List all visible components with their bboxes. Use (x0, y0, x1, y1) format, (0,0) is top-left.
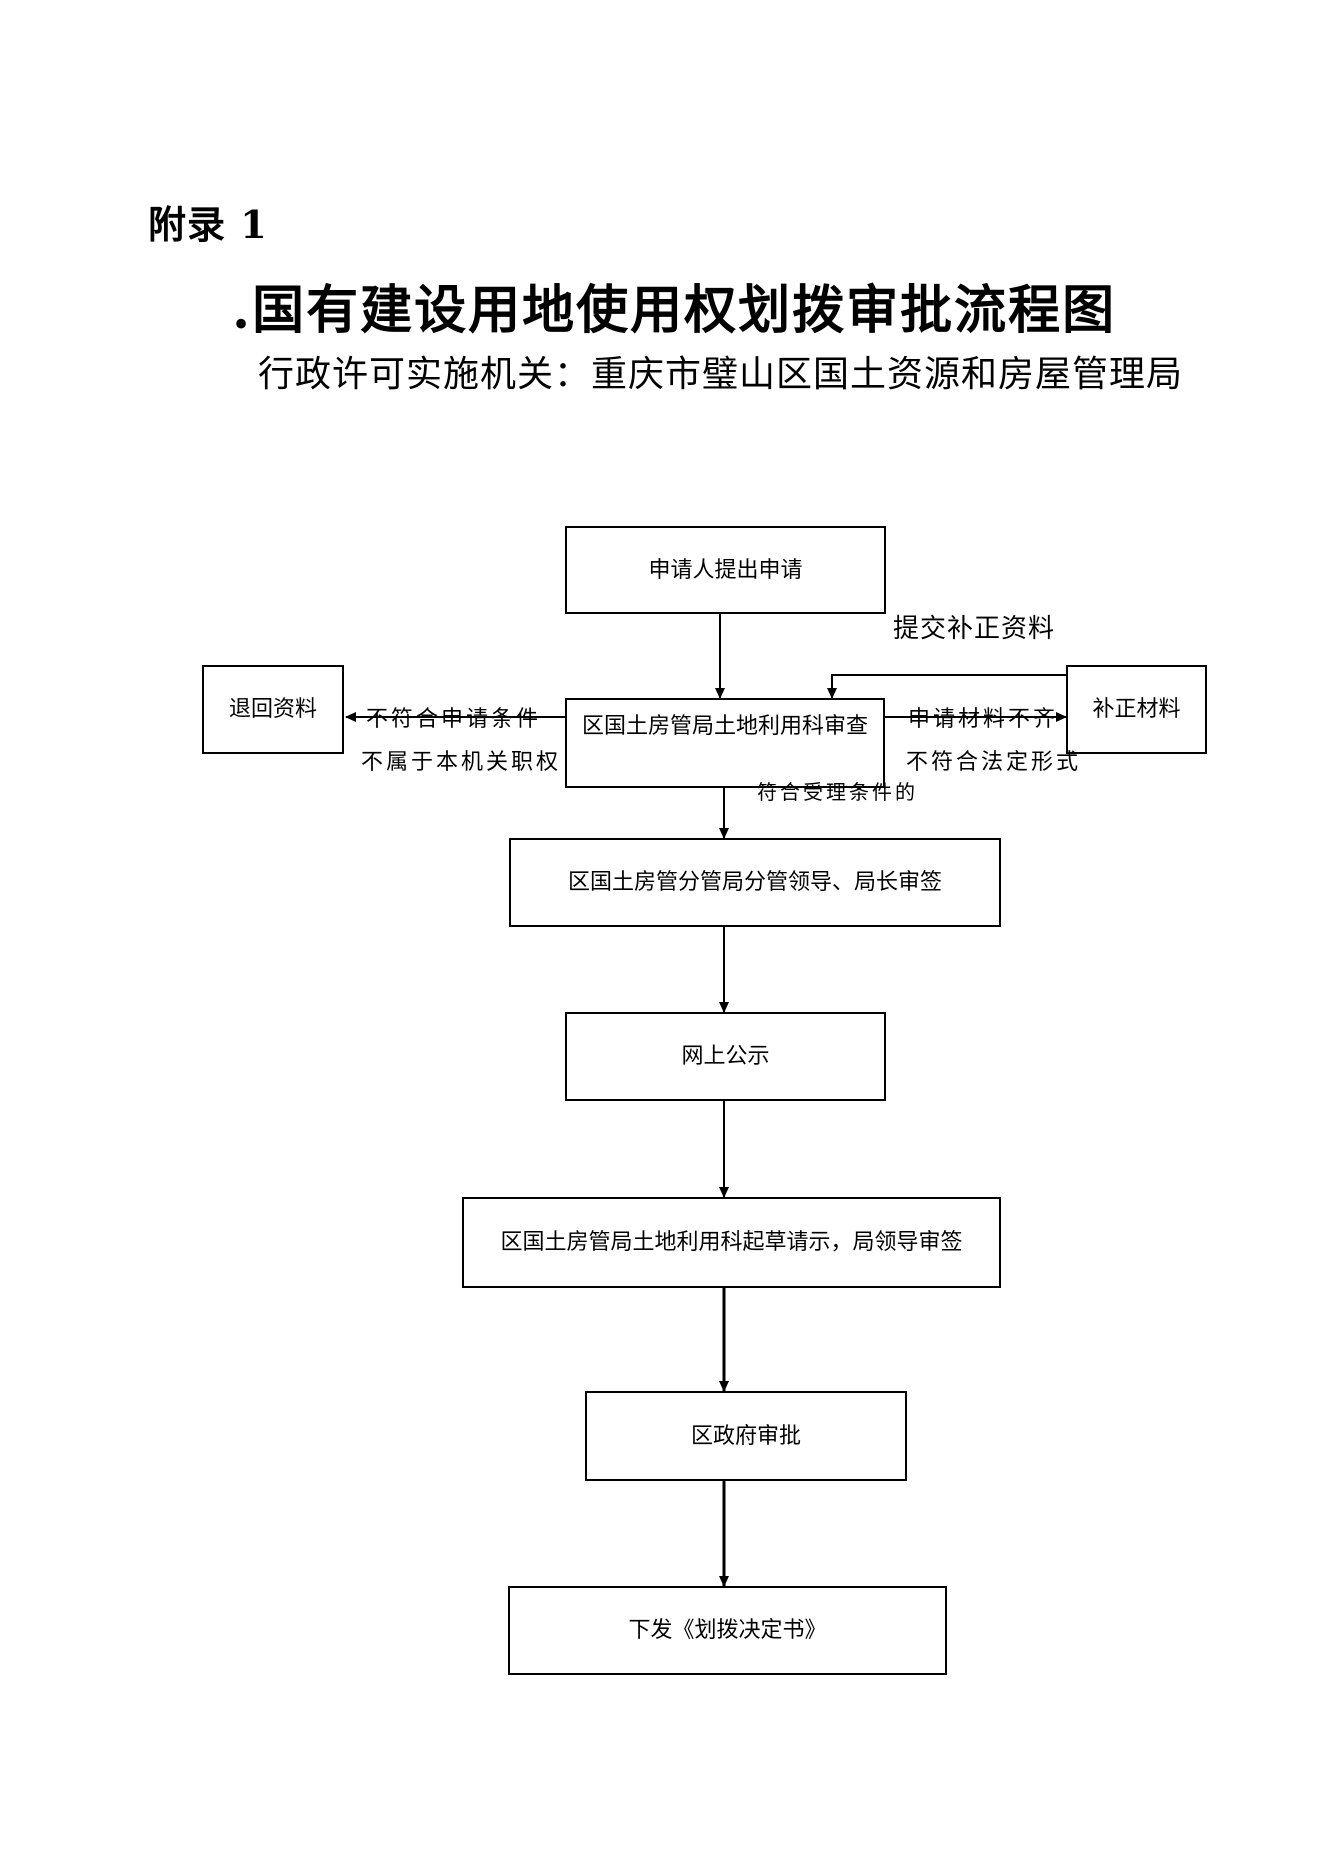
box-issue-text: 下发《划拨决定书》 (628, 1618, 827, 1643)
box-review-text: 区国土房管局土地利用科审查 (581, 714, 868, 739)
label-accepted: 符合受理条件的 (757, 780, 918, 804)
box-gov: 区政府审批 (585, 1391, 907, 1481)
box-apply-text: 申请人提出申请 (648, 557, 803, 583)
label-not-legal-form: 不符合法定形式 (906, 750, 1082, 775)
box-publicity: 网上公示 (565, 1012, 886, 1101)
box-issue: 下发《划拨决定书》 (508, 1586, 947, 1675)
box-draft: 区国土房管局土地利用科起草请示，局领导审签 (462, 1197, 1001, 1288)
box-sign-text: 区国土房管分管局分管领导、局长审签 (567, 870, 942, 895)
label-incomplete-materials: 申请材料不齐 (908, 707, 1059, 732)
box-supplement-text: 补正材料 (1092, 697, 1181, 722)
box-return: 退回资料 (202, 665, 344, 754)
box-publicity-text: 网上公示 (681, 1044, 770, 1069)
box-gov-text: 区政府审批 (690, 1423, 801, 1449)
page-subtitle: 行政许可实施机关：重庆市璧山区国土资源和房屋管理局 (258, 354, 1184, 395)
box-sign: 区国土房管分管局分管领导、局长审签 (509, 838, 1001, 927)
box-review: 区国土房管局土地利用科审查 (565, 698, 885, 788)
appendix-label: 附录 1 (148, 202, 268, 247)
label-not-meet-conditions: 不符合申请条件 (366, 707, 542, 732)
label-not-authority: 不属于本机关职权 (361, 750, 562, 775)
box-draft-text: 区国土房管局土地利用科起草请示，局领导审签 (500, 1230, 963, 1255)
box-return-text: 退回资料 (228, 697, 317, 722)
page-title: .国有建设用地使用权划拨审批流程图 (232, 280, 1117, 341)
label-submit-supplement: 提交补正资料 (893, 614, 1056, 644)
box-supplement: 补正材料 (1066, 665, 1207, 754)
box-apply: 申请人提出申请 (565, 526, 886, 614)
